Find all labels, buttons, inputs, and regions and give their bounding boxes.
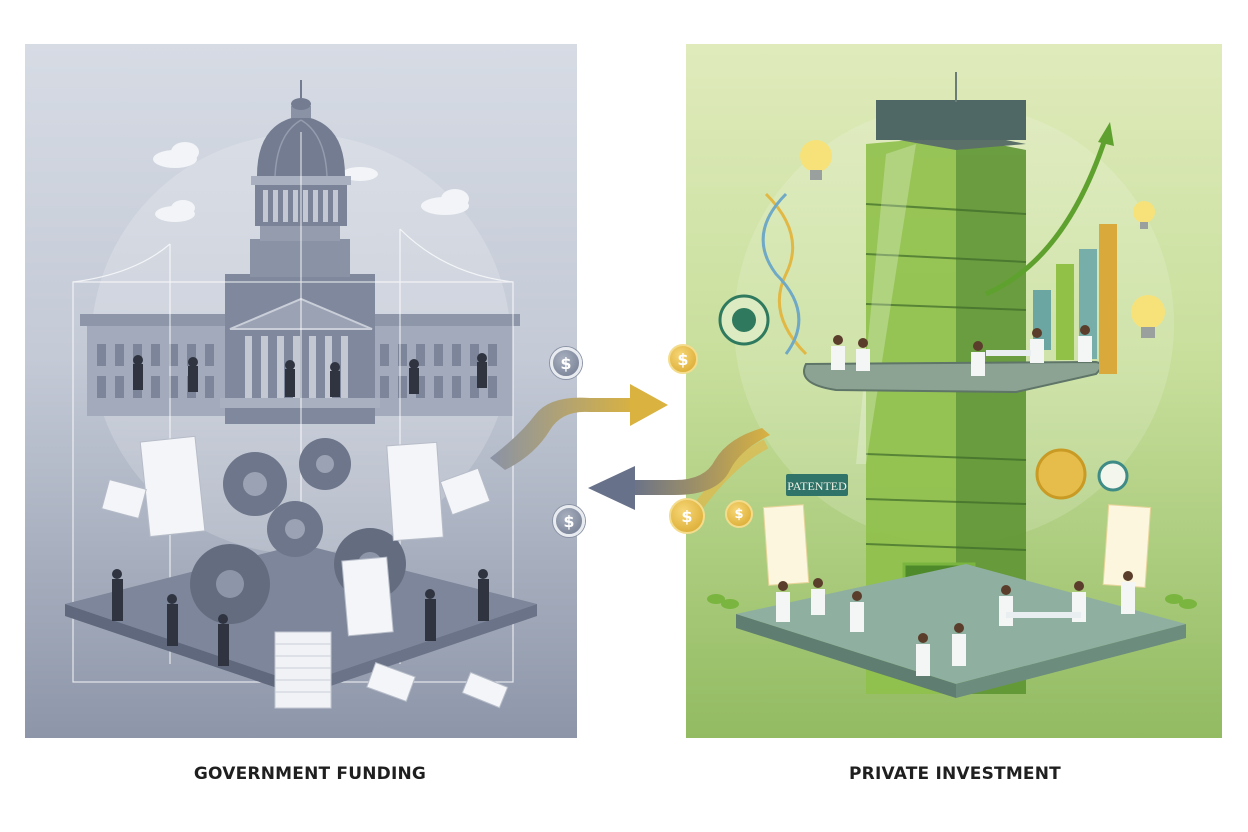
private-investment-panel: PATENTED xyxy=(686,44,1222,738)
coin-symbol: $ xyxy=(681,506,693,526)
coin-symbol: $ xyxy=(677,349,689,369)
coin-symbol: $ xyxy=(563,511,575,531)
coin-symbol: $ xyxy=(560,353,572,373)
light-bulb-icon xyxy=(800,140,1165,338)
government-funding-panel xyxy=(25,44,577,738)
document-icon xyxy=(762,504,1152,588)
official-figures-reading xyxy=(112,569,489,666)
government-illustration xyxy=(65,80,537,709)
coin-symbol: $ xyxy=(734,506,744,522)
cloud-icon xyxy=(153,142,469,222)
scientist-figures-upper xyxy=(831,325,1092,376)
private-illustration: PATENTED xyxy=(686,72,1197,698)
dollar-coin-icon: $ xyxy=(669,498,705,534)
dna-helix-icon xyxy=(761,192,808,356)
dollar-coin-icon: $ xyxy=(550,347,582,379)
dollar-coin-icon: $ xyxy=(668,344,698,374)
paper-stack-icon xyxy=(274,631,332,709)
official-figures xyxy=(133,353,487,397)
document-icon xyxy=(101,435,509,709)
seedling-icon xyxy=(707,594,1197,609)
growth-arrow-icon xyxy=(984,122,1114,297)
arrow-right-icon xyxy=(490,384,668,470)
government-funding-caption: GOVERNMENT FUNDING xyxy=(193,764,427,784)
funding-flow-arrows xyxy=(490,384,770,510)
patent-sign: PATENTED xyxy=(786,474,848,496)
platform xyxy=(65,544,537,684)
dollar-coin-icon: $ xyxy=(553,505,585,537)
svg-text:PATENTED: PATENTED xyxy=(787,479,847,493)
dollar-coin-icon: $ xyxy=(725,500,753,528)
lab-tower-icon xyxy=(856,72,1027,694)
scientist-figures-lower xyxy=(776,571,1135,676)
arrow-left-icon xyxy=(588,428,770,510)
private-investment-caption: PRIVATE INVESTMENT xyxy=(849,764,1061,784)
certificate-seal-icon xyxy=(718,294,1129,500)
